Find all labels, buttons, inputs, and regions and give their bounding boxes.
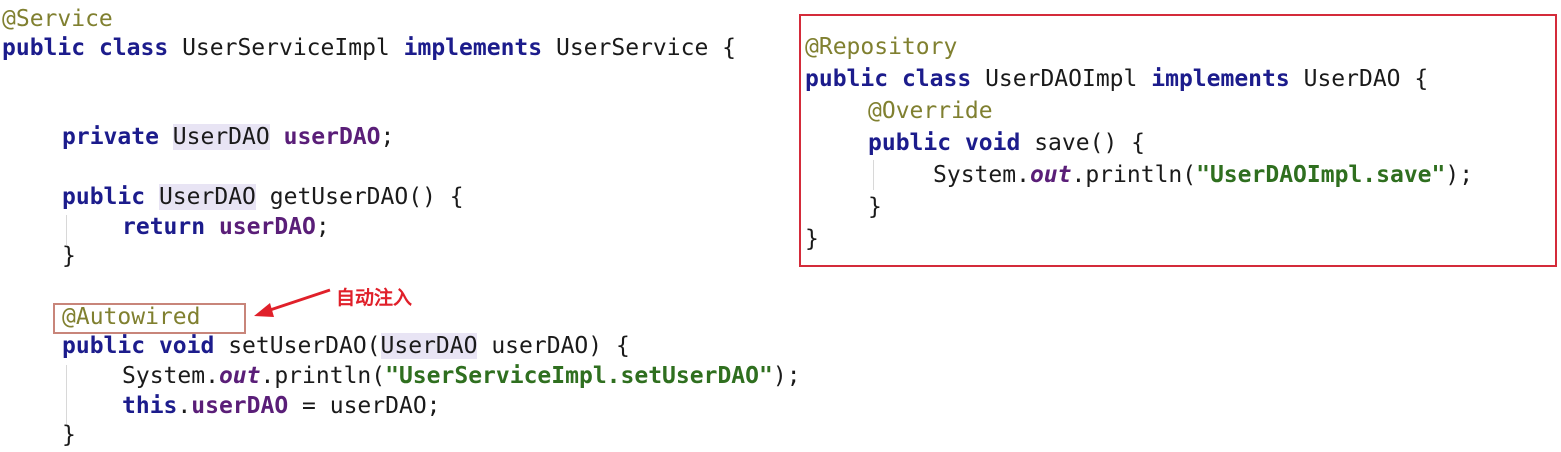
punct: ); [1445, 162, 1474, 188]
class-ref: System. [933, 162, 1030, 188]
interface-name: UserDAO { [1303, 66, 1429, 92]
indent-guide [66, 365, 67, 425]
code-line: public class UserServiceImpl implements … [2, 33, 736, 63]
method-signature: save() { [1034, 130, 1145, 156]
punct: ); [772, 363, 801, 389]
code-line: public void setUserDAO(UserDAO userDAO) … [62, 331, 630, 361]
string-literal: "UserDAOImpl.save" [1196, 162, 1446, 188]
keyword: implements [403, 35, 543, 61]
keyword: public [62, 333, 146, 359]
params: userDAO) { [491, 333, 630, 359]
field-name: userDAO [218, 214, 316, 240]
annotation-override: @Override [868, 98, 993, 124]
keyword: public [805, 66, 889, 92]
method-call: .println( [1071, 162, 1197, 188]
interface-name: UserService [555, 35, 709, 61]
static-field: out [1029, 162, 1072, 188]
code-line: } [62, 241, 76, 271]
annotation-autowired: @Autowired [62, 304, 201, 330]
code-line: } [805, 224, 819, 254]
brace: } [805, 226, 819, 252]
type-name: UserDAO [380, 333, 478, 359]
code-line: private UserDAO userDAO; [62, 122, 394, 152]
brace: } [868, 194, 882, 220]
annotation-service: @Service [2, 6, 113, 32]
code-line: public UserDAO getUserDAO() { [62, 182, 464, 212]
code-line: @Service [2, 4, 113, 34]
assignment: = userDAO; [302, 393, 441, 419]
class-ref: System. [122, 363, 219, 389]
keyword: public [2, 35, 86, 61]
keyword: class [901, 66, 972, 92]
keyword: return [122, 214, 206, 240]
code-line: } [868, 192, 882, 222]
code-line: @Override [868, 96, 993, 126]
indent-guide [873, 160, 874, 190]
keyword: public [62, 184, 146, 210]
code-line: @Autowired [62, 302, 200, 332]
method-signature: getUserDAO() { [269, 184, 464, 210]
code-line: return userDAO; [122, 212, 330, 242]
type-name: UserDAO [172, 124, 270, 150]
keyword: implements [1151, 66, 1290, 92]
callout-arrow-icon [254, 288, 331, 317]
keyword: public [868, 130, 952, 156]
code-line: public void save() { [868, 128, 1145, 158]
method-call: .println( [260, 363, 386, 389]
keyword: class [98, 35, 169, 61]
class-name: UserDAOImpl [985, 66, 1138, 92]
keyword: void [964, 130, 1021, 156]
brace: } [62, 422, 76, 448]
autowired-highlight-box [53, 303, 246, 334]
code-line: @Repository [805, 32, 957, 62]
keyword: private [62, 124, 159, 150]
field-name: userDAO [283, 124, 381, 150]
code-line: System.out.println("UserServiceImpl.setU… [122, 361, 801, 391]
code-line: public class UserDAOImpl implements User… [805, 64, 1428, 94]
indent-guide [66, 215, 67, 245]
class-name: UserServiceImpl [182, 35, 390, 61]
punct: . [177, 393, 192, 419]
string-literal: "UserServiceImpl.setUserDAO" [385, 363, 773, 389]
type-name: UserDAO [158, 184, 256, 210]
keyword: this [122, 393, 178, 419]
field-name: userDAO [191, 393, 289, 419]
brace: } [62, 243, 76, 269]
method-name: setUserDAO( [228, 333, 381, 359]
repository-highlight-box [799, 14, 1557, 267]
brace: { [722, 35, 737, 61]
code-line: } [62, 420, 76, 450]
code-line: System.out.println("UserDAOImpl.save"); [933, 160, 1473, 190]
punct: ; [380, 124, 395, 150]
static-field: out [218, 363, 261, 389]
annotation-repository: @Repository [805, 34, 958, 60]
keyword: void [158, 333, 215, 359]
code-line: this.userDAO = userDAO; [122, 391, 441, 421]
callout-label: 自动注入 [336, 287, 413, 309]
punct: ; [315, 214, 330, 240]
